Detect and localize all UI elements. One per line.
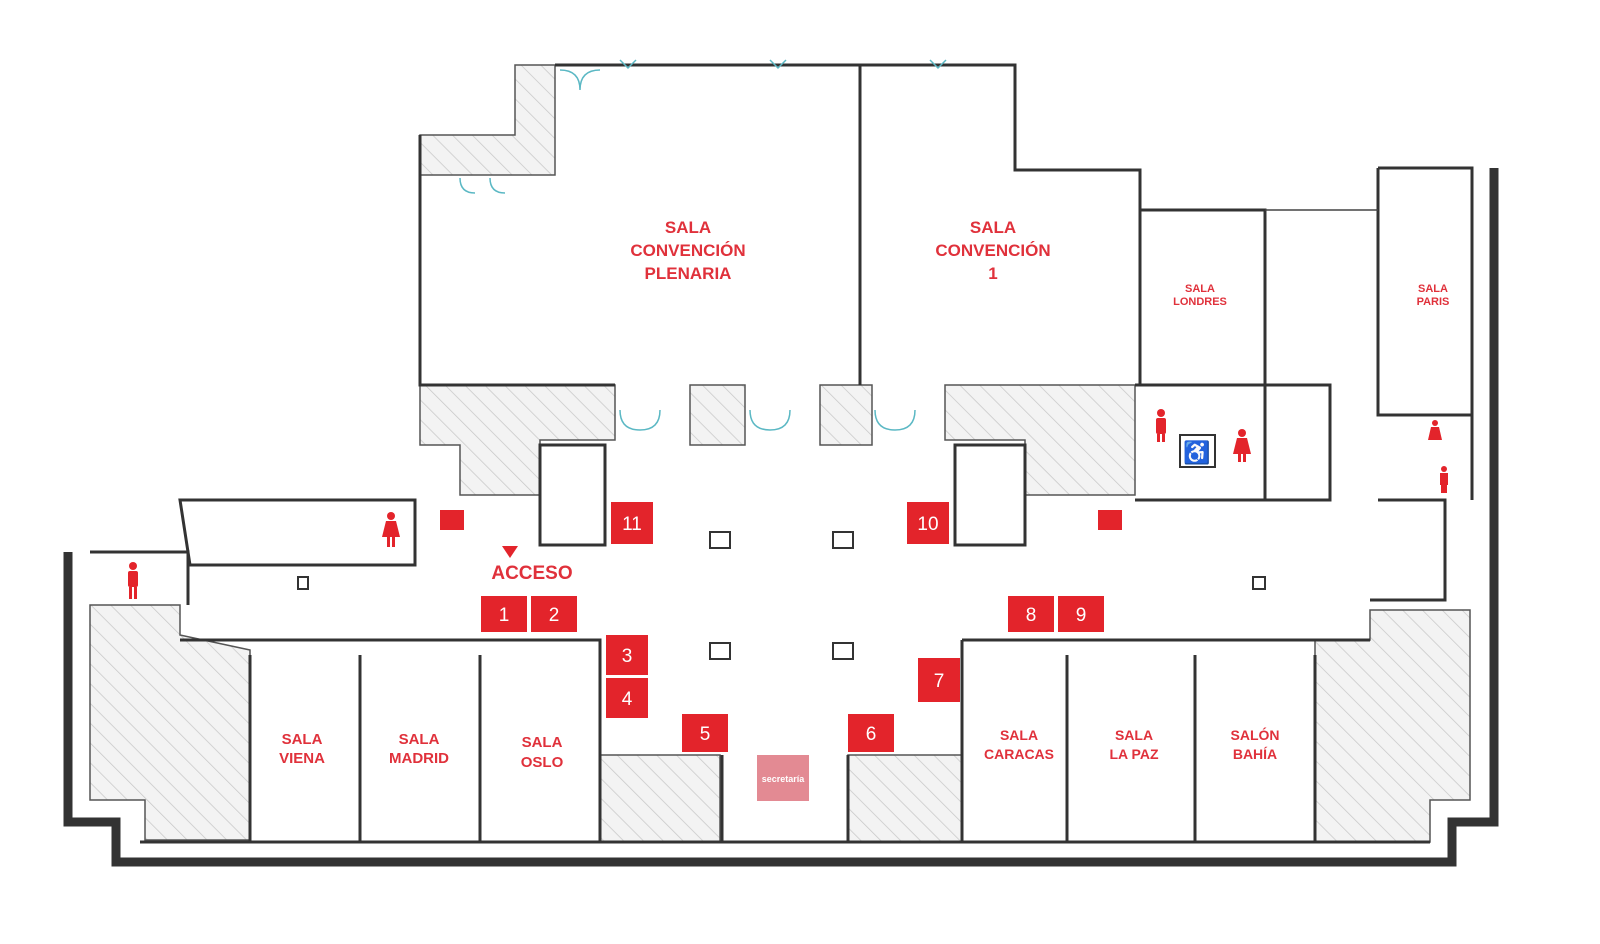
hatched-areas <box>89 64 1471 843</box>
stand-11: 11 <box>611 502 653 544</box>
stand-3: 3 <box>606 635 648 675</box>
stand-6: 6 <box>848 714 894 752</box>
stand-7: 7 <box>918 658 960 702</box>
svg-text:♿: ♿ <box>1183 440 1210 465</box>
elevator-icon <box>440 510 464 530</box>
access-label: ACCESO <box>491 563 572 584</box>
outer-wall <box>63 168 1499 867</box>
restroom-icon <box>1428 420 1442 440</box>
svg-text:6: 6 <box>866 724 877 745</box>
stand-10: 10 <box>907 502 949 544</box>
elevator-icon <box>1098 510 1122 530</box>
stand-8: 8 <box>1008 596 1054 632</box>
stand-1: 1 <box>481 596 527 632</box>
stand-2: 2 <box>531 596 577 632</box>
svg-text:11: 11 <box>622 514 642 535</box>
restroom-icon <box>382 512 400 547</box>
svg-text:9: 9 <box>1076 605 1087 626</box>
stand-9: 9 <box>1058 596 1104 632</box>
svg-text:10: 10 <box>917 514 938 535</box>
svg-text:4: 4 <box>622 689 633 710</box>
restroom-icon <box>1156 409 1166 442</box>
access-arrow-icon <box>502 546 518 558</box>
svg-text:2: 2 <box>549 605 560 626</box>
svg-text:3: 3 <box>622 646 633 667</box>
svg-text:1: 1 <box>499 605 510 626</box>
columns <box>297 531 1266 660</box>
restroom-icons: ♿ <box>128 409 1448 599</box>
accessible-restroom-icon <box>1179 434 1216 468</box>
stand-4: 4 <box>606 678 648 718</box>
svg-text:5: 5 <box>700 724 711 745</box>
restroom-icon <box>1440 466 1448 493</box>
secretaria-label: secretaría <box>762 774 806 784</box>
stands: 1 2 3 4 5 6 7 8 9 10 11 <box>481 502 1104 752</box>
stand-5: 5 <box>682 714 728 752</box>
restroom-icon <box>128 562 138 599</box>
svg-text:7: 7 <box>934 671 945 692</box>
svg-text:8: 8 <box>1026 605 1037 626</box>
secretaria-area <box>757 755 809 801</box>
walls <box>90 59 1474 844</box>
restroom-icon <box>1233 429 1251 462</box>
